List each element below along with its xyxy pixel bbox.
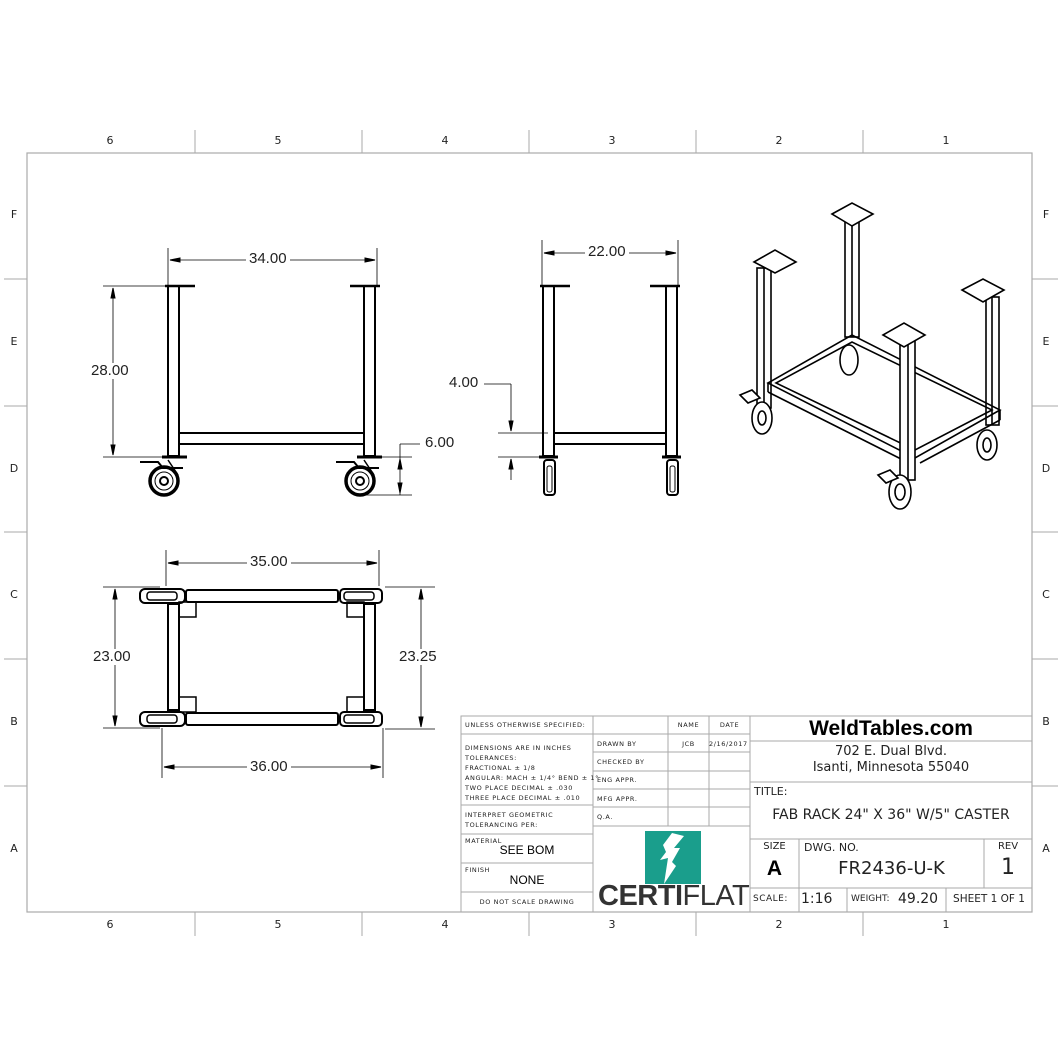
zone-col-1-top: 1 — [942, 134, 950, 147]
zone-row-f-left: F — [10, 208, 18, 221]
zone-row-a-right: A — [1042, 842, 1050, 855]
top-right-depth-dimension: 23.25 — [396, 649, 440, 665]
address-line-2: Isanti, Minnesota 55040 — [812, 760, 970, 775]
zone-col-1-bottom: 1 — [942, 918, 950, 931]
front-height-dimension: 28.00 — [88, 363, 132, 379]
shelf-height-dimension: 4.00 — [449, 374, 479, 391]
geometric-tolerancing: INTERPRET GEOMETRIC TOLERANCING PER: — [465, 810, 553, 830]
zone-row-c-left: C — [10, 588, 18, 601]
approval-row-label: ENG APPR. — [597, 776, 638, 784]
tolerance-line: TOLERANCES: — [465, 754, 517, 762]
zone-col-4-bottom: 4 — [441, 918, 449, 931]
tolerance-line: DIMENSIONS ARE IN INCHES — [465, 744, 572, 752]
zone-row-d-right: D — [1041, 462, 1051, 475]
zone-row-a-left: A — [10, 842, 18, 855]
side-width-dimension: 22.00 — [585, 244, 629, 260]
date-header: DATE — [719, 721, 740, 729]
approval-row-label: Q.A. — [597, 813, 613, 821]
size-label: SIZE — [763, 841, 786, 852]
geometric-line: INTERPRET GEOMETRIC — [465, 811, 554, 819]
zone-col-6-bottom: 6 — [106, 918, 114, 931]
approval-row-date: 2/16/2017 — [709, 740, 748, 748]
dwg-no-value: FR2436-U-K — [838, 858, 945, 879]
company-name: WeldTables.com — [809, 717, 973, 740]
zone-row-e-right: E — [1042, 335, 1050, 348]
zone-col-5-top: 5 — [274, 134, 282, 147]
tolerance-line: ANGULAR: MACH ± 1/4° BEND ± 1° — [465, 774, 600, 782]
weight-value: 49.20 — [898, 891, 939, 907]
finish-value: NONE — [509, 873, 545, 887]
drawing-title: FAB RACK 24" X 36" W/5" CASTER — [772, 807, 1010, 823]
zone-col-6-top: 6 — [106, 134, 114, 147]
geometric-line: TOLERANCING PER: — [465, 821, 538, 829]
zone-col-5-bottom: 5 — [274, 918, 282, 931]
unless-specified-label: UNLESS OTHERWISE SPECIFIED: — [465, 721, 586, 729]
do-not-scale-note: DO NOT SCALE DRAWING — [479, 898, 575, 906]
approval-row-label: MFG APPR. — [597, 795, 638, 803]
zone-row-b-left: B — [10, 715, 18, 728]
company-address: 702 E. Dual Blvd. Isanti, Minnesota 5504… — [750, 744, 1032, 776]
zone-col-4-top: 4 — [441, 134, 449, 147]
zone-col-2-top: 2 — [775, 134, 783, 147]
address-line-1: 702 E. Dual Blvd. — [835, 744, 947, 759]
zone-col-3-bottom: 3 — [608, 918, 616, 931]
rev-value: 1 — [1001, 855, 1015, 880]
material-label: MATERIAL — [465, 837, 502, 845]
logo-text-bold: CERTI — [598, 880, 683, 912]
tolerance-line: FRACTIONAL ± 1/8 — [465, 764, 536, 772]
tolerance-line: TWO PLACE DECIMAL ± .030 — [465, 784, 574, 792]
zone-col-2-bottom: 2 — [775, 918, 783, 931]
title-label: TITLE: — [754, 785, 788, 798]
zone-row-e-left: E — [10, 335, 18, 348]
logo-text-light: FLAT — [682, 880, 750, 912]
zone-col-3-top: 3 — [608, 134, 616, 147]
caster-height-dimension: 6.00 — [425, 434, 455, 451]
rev-label: REV — [997, 841, 1019, 852]
dwg-no-label: DWG. NO. — [804, 841, 859, 854]
finish-label: FINISH — [465, 866, 491, 874]
zone-row-c-right: C — [1042, 588, 1050, 601]
zone-row-d-left: D — [9, 462, 19, 475]
approval-row-label: DRAWN BY — [597, 740, 637, 748]
zone-row-f-right: F — [1042, 208, 1050, 221]
zone-row-b-right: B — [1042, 715, 1050, 728]
scale-label: SCALE: — [753, 894, 788, 904]
top-left-depth-dimension: 23.00 — [90, 649, 134, 665]
material-value: SEE BOM — [499, 843, 555, 857]
front-width-dimension: 34.00 — [246, 251, 290, 267]
tolerance-line: THREE PLACE DECIMAL ± .010 — [465, 794, 581, 802]
weight-label: WEIGHT: — [851, 894, 890, 904]
logo-text: CERTIFLAT — [598, 880, 750, 912]
sheet-number: SHEET 1 OF 1 — [953, 893, 1025, 905]
approval-row-name: JCB — [682, 740, 695, 748]
name-header: NAME — [677, 721, 700, 729]
approval-row-label: CHECKED BY — [597, 758, 645, 766]
size-value: A — [766, 857, 783, 880]
scale-value: 1:16 — [801, 891, 833, 907]
top-outer-width-dimension: 36.00 — [247, 759, 291, 775]
tolerances-block: DIMENSIONS ARE IN INCHES TOLERANCES: FRA… — [465, 743, 599, 803]
top-inner-width-dimension: 35.00 — [247, 554, 291, 570]
